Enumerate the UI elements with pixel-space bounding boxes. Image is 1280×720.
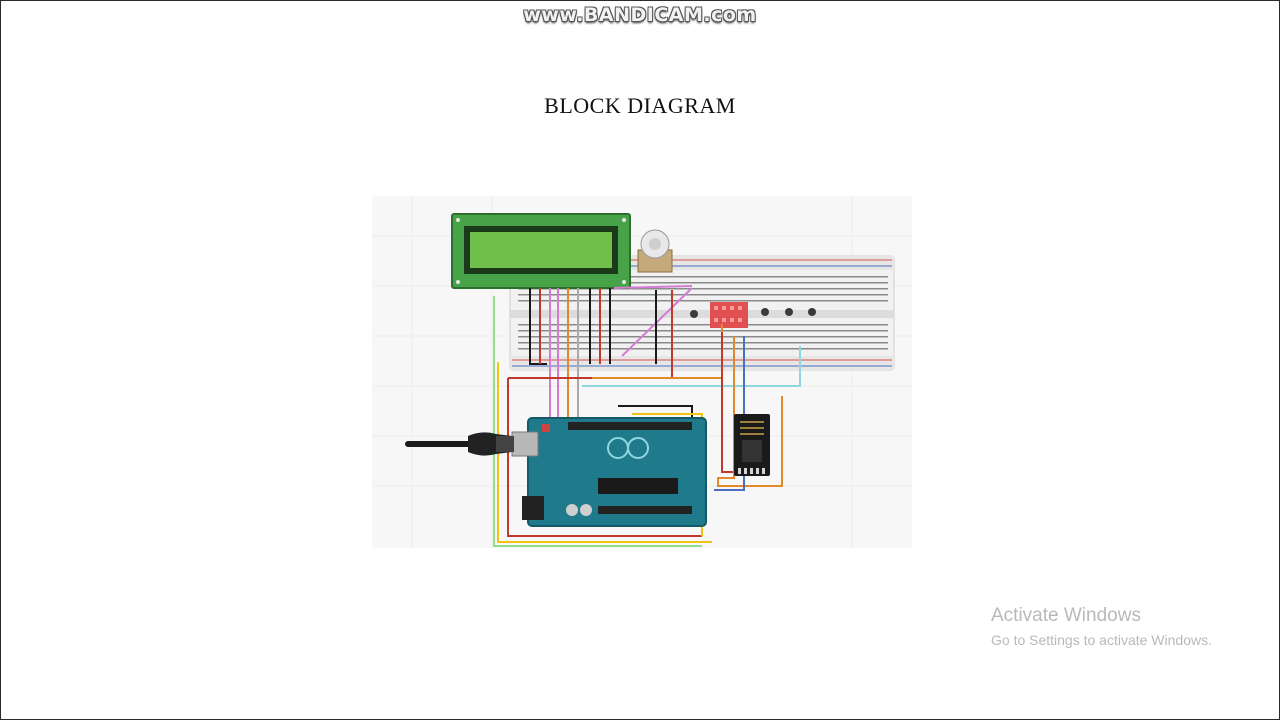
wifi-module xyxy=(734,414,770,476)
push-buttons xyxy=(690,308,816,318)
lcd-display xyxy=(451,213,631,289)
slide-title: BLOCK DIAGRAM xyxy=(544,93,736,118)
activation-title: Activate Windows xyxy=(991,605,1141,626)
breadboard-holes xyxy=(518,276,888,350)
arduino-board xyxy=(511,417,707,527)
potentiometer xyxy=(637,229,673,273)
circuit-diagram xyxy=(372,196,912,548)
activation-subtitle: Go to Settings to activate Windows. xyxy=(991,632,1212,648)
windows-activation-notice: Activate Windows Go to Settings to activ… xyxy=(991,605,1212,648)
usb-cable xyxy=(405,432,514,456)
keypad-module xyxy=(710,302,748,328)
recorder-watermark: www.BANDICAM.com xyxy=(523,4,757,26)
